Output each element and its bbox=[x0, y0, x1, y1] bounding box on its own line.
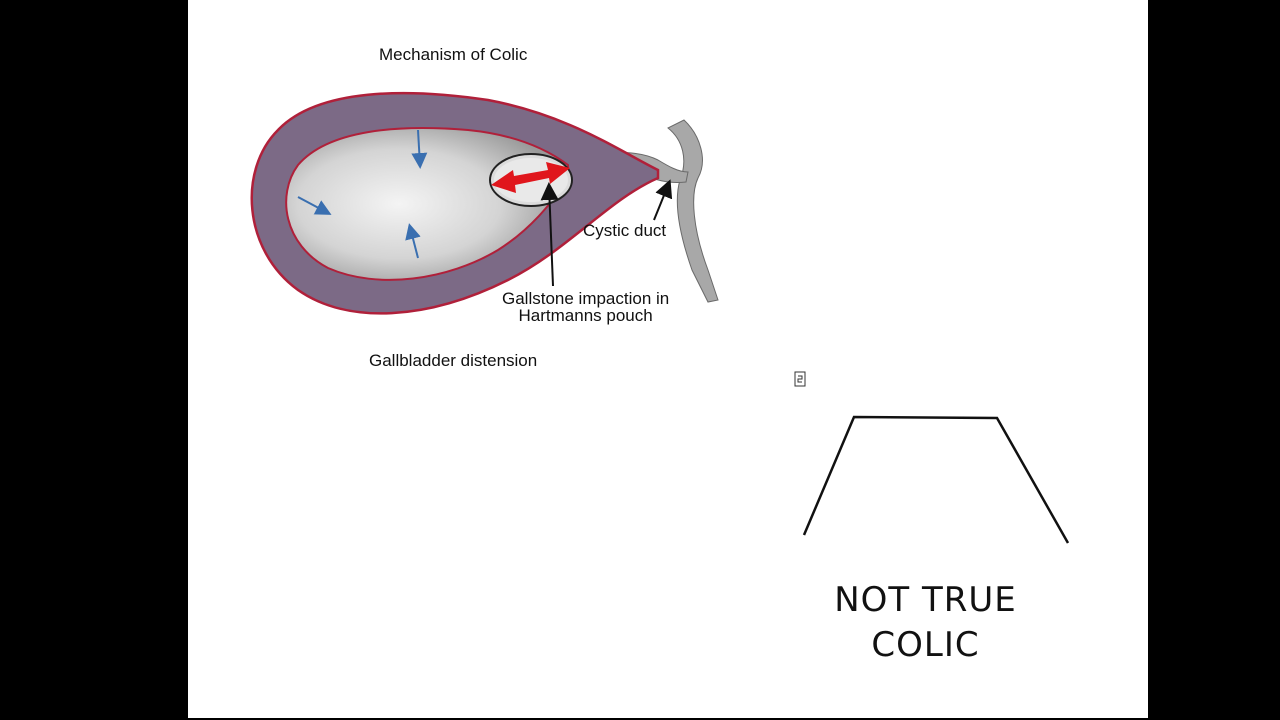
diagram-title: Mechanism of Colic bbox=[379, 45, 528, 64]
common-bile-duct bbox=[667, 119, 719, 303]
gallstone-pointer bbox=[540, 182, 559, 287]
slide: Mechanism of Colic Cystic duct Gallstone… bbox=[188, 0, 1148, 718]
label-gallbladder-distension: Gallbladder distension bbox=[369, 351, 538, 370]
not-true-colic-label: NOT TRUE COLIC bbox=[788, 578, 1063, 668]
pressure-arrow bbox=[297, 196, 332, 215]
label-gallstone-line2: Hartmanns pouch bbox=[518, 306, 653, 325]
label-gallstone-impaction: Gallstone impaction in Hartmanns pouch bbox=[502, 290, 669, 324]
label-gallstone-line1: Gallstone impaction in bbox=[502, 289, 670, 308]
pressure-arrow bbox=[411, 129, 428, 169]
not-true-colic-line2: COLIC bbox=[871, 625, 980, 665]
pain-pattern-curve bbox=[802, 415, 1070, 544]
pressure-double-arrow bbox=[491, 162, 570, 193]
cystic-duct-pointer bbox=[653, 179, 673, 221]
cursor-icon bbox=[794, 371, 806, 387]
not-true-colic-line1: NOT TRUE bbox=[834, 580, 1017, 620]
label-cystic-duct: Cystic duct bbox=[583, 221, 667, 240]
pressure-arrow bbox=[405, 223, 421, 259]
gallbladder-illustration bbox=[250, 91, 1070, 544]
